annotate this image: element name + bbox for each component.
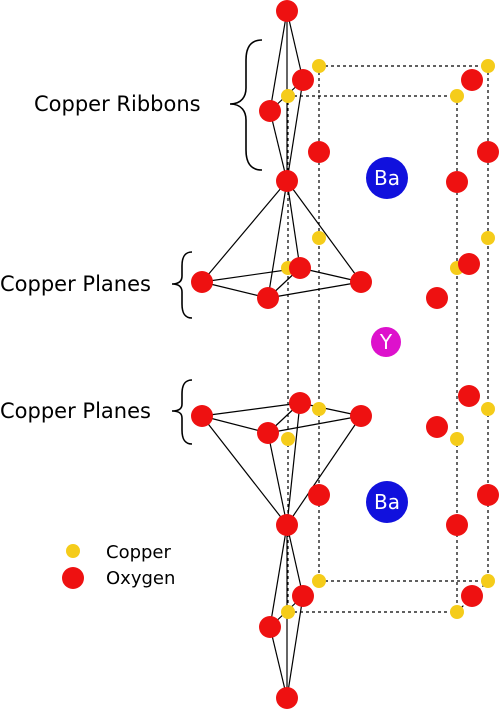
yttrium-label: Y <box>379 330 393 354</box>
oxygen-atom <box>191 405 213 427</box>
oxygen-atom <box>308 141 330 163</box>
oxygen-atom <box>477 484 499 506</box>
planes-upper-brace <box>171 251 193 319</box>
oxygen-atom <box>308 484 330 506</box>
oxygen-atom <box>276 514 298 536</box>
copper-atom <box>481 574 495 588</box>
oxygen-atom <box>350 271 372 293</box>
oxygen-atom <box>292 69 314 91</box>
oxygen-atom <box>289 392 311 414</box>
oxygen-atom <box>259 616 281 638</box>
oxygen-atom <box>257 422 279 444</box>
oxygen-atom <box>426 416 448 438</box>
oxygen-atom <box>458 385 480 407</box>
barium-atom-lower: Ba <box>366 481 408 523</box>
copper-atom <box>481 402 495 416</box>
oxygen-atom <box>461 69 483 91</box>
barium-label-upper: Ba <box>374 166 400 190</box>
legend-oxygen-swatch <box>62 567 84 589</box>
copper-atom <box>481 231 495 245</box>
oxygen-atom <box>350 405 372 427</box>
copper-atom <box>450 432 464 446</box>
oxygen-atom <box>461 585 483 607</box>
ribbons-brace <box>229 39 263 171</box>
copper-planes-label-upper: Copper Planes <box>0 272 151 296</box>
oxygen-atom <box>446 514 468 536</box>
yttrium-atom: Y <box>371 327 401 357</box>
legend: Copper Oxygen <box>62 542 175 589</box>
copper-planes-label-lower: Copper Planes <box>0 399 151 423</box>
copper-atom <box>281 432 295 446</box>
legend-copper-swatch <box>66 544 80 558</box>
copper-atom <box>312 59 326 73</box>
oxygen-atom <box>292 585 314 607</box>
copper-atom <box>450 605 464 619</box>
oxygen-atom <box>276 170 298 192</box>
oxygen-atom <box>191 271 213 293</box>
oxygen-atom <box>458 253 480 275</box>
oxygen-atom <box>276 687 298 709</box>
legend-oxygen-label: Oxygen <box>106 568 175 589</box>
oxygen-atom <box>289 257 311 279</box>
oxygen-atom <box>259 100 281 122</box>
oxygen-atom <box>477 141 499 163</box>
barium-label-lower: Ba <box>374 490 400 514</box>
planes-lower-brace <box>171 379 193 445</box>
copper-atom <box>281 89 295 103</box>
barium-atom-upper: Ba <box>366 157 408 199</box>
copper-atom <box>450 89 464 103</box>
legend-copper-label: Copper <box>106 542 172 563</box>
copper-atom <box>481 59 495 73</box>
copper-atom <box>281 605 295 619</box>
oxygen-atom <box>276 0 298 22</box>
oxygen-atom <box>257 287 279 309</box>
copper-atom <box>312 574 326 588</box>
oxygen-atoms <box>191 0 499 709</box>
copper-ribbons-label: Copper Ribbons <box>34 92 201 116</box>
oxygen-atom <box>446 171 468 193</box>
bonds <box>201 10 362 699</box>
oxygen-atom <box>426 287 448 309</box>
copper-atom <box>312 231 326 245</box>
copper-atom <box>312 402 326 416</box>
